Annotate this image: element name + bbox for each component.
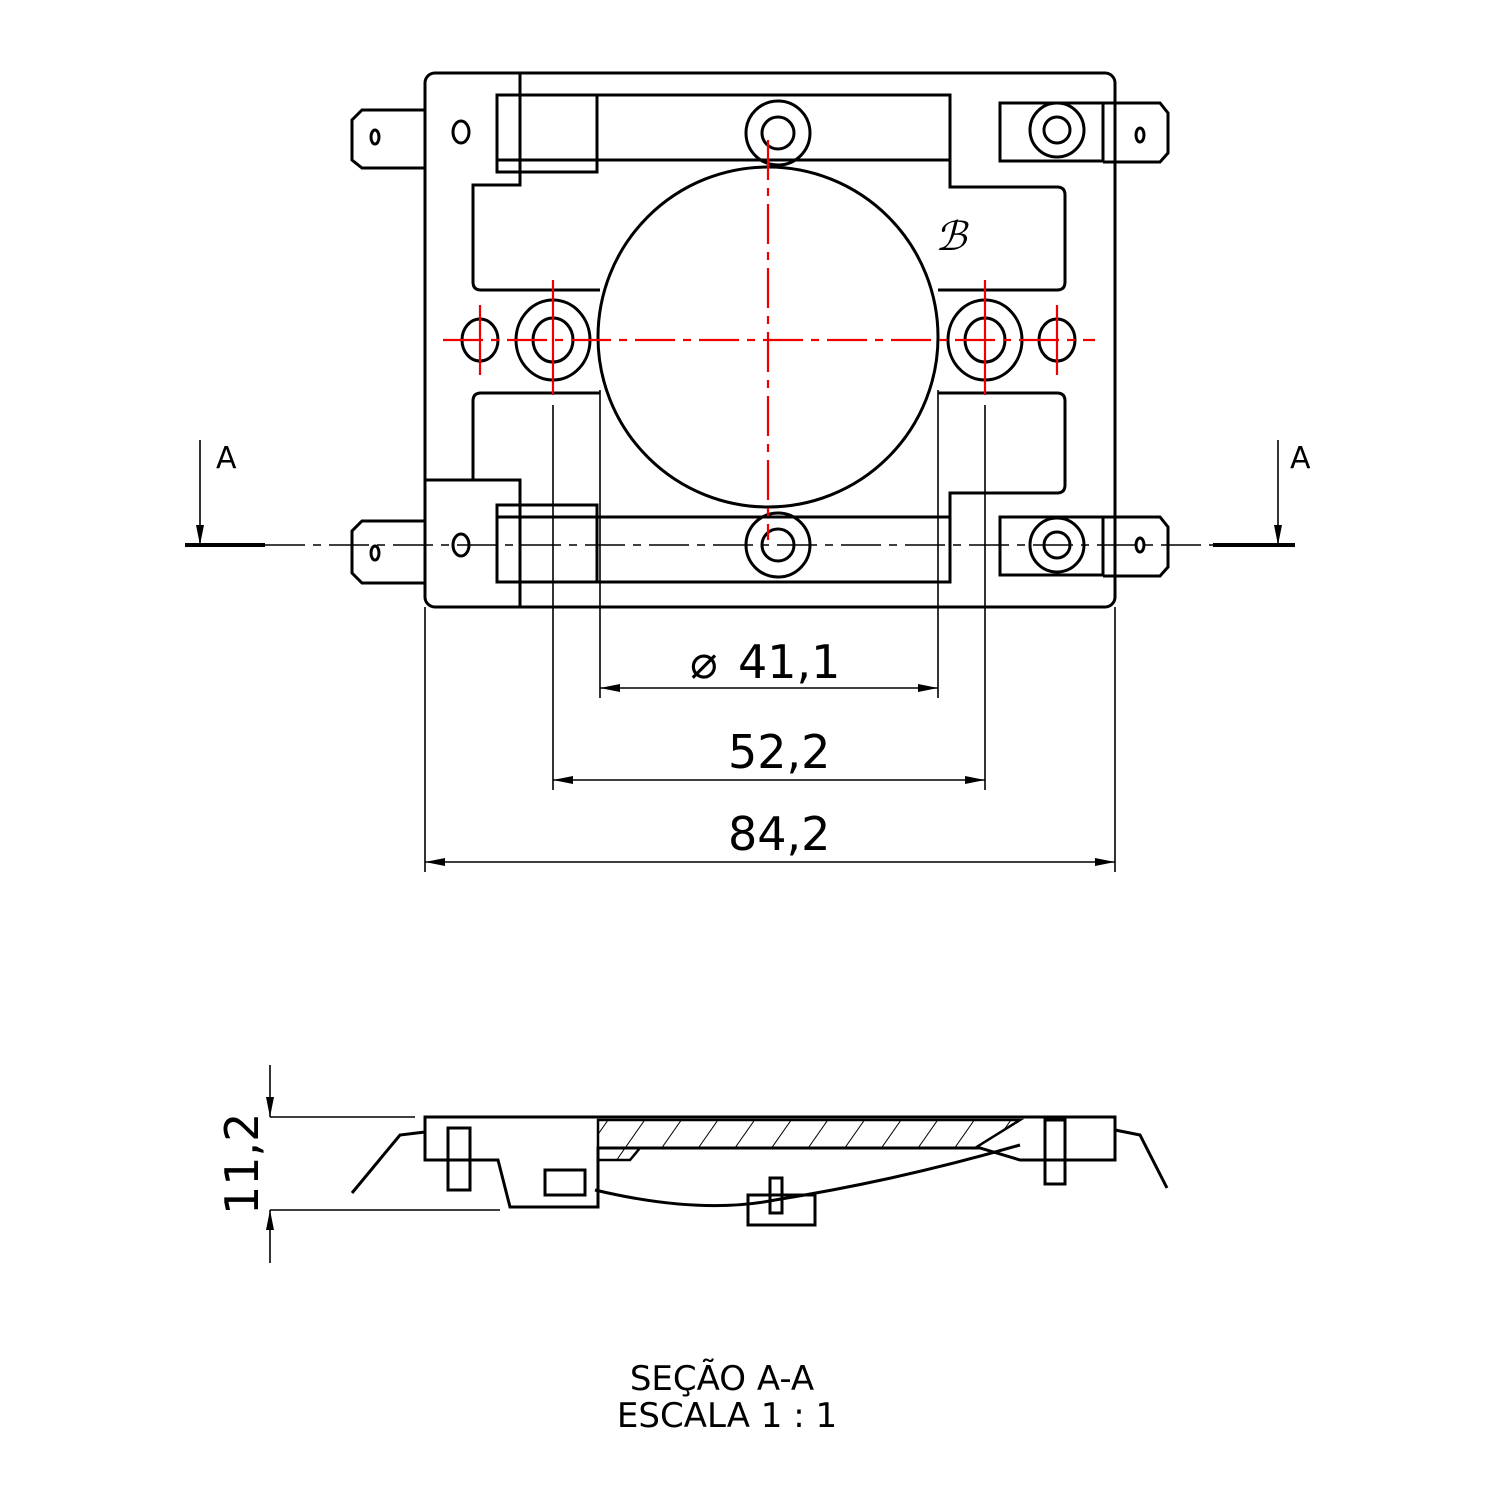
hole-spacing-dimension: 52,2 bbox=[728, 725, 830, 779]
bottom-rail bbox=[495, 515, 952, 584]
ring-top-right bbox=[1028, 101, 1086, 159]
top-rail-block bbox=[998, 101, 1105, 163]
diameter-symbol: ⌀ bbox=[690, 635, 718, 689]
terminal-tab-top-left bbox=[350, 108, 425, 170]
tab-hole bbox=[1134, 536, 1146, 554]
section-marker-right: A bbox=[1290, 441, 1311, 476]
connector bbox=[543, 1168, 587, 1197]
tab-hole bbox=[369, 128, 381, 146]
height-dimension: 11,2 bbox=[215, 1113, 269, 1215]
terminal-tab-top-right bbox=[1103, 101, 1170, 164]
section-caption: SEÇÃO A-A bbox=[630, 1359, 814, 1399]
rivet-hole bbox=[451, 119, 471, 145]
scale-caption: ESCALA 1 : 1 bbox=[617, 1396, 837, 1436]
top-view: ℬ ⌀ 41,1 52,2 84,2 A A bbox=[185, 71, 1311, 872]
section-view: 11,2 SEÇÃO A-A ESCALA 1 : 1 bbox=[215, 1065, 1169, 1436]
overall-width-dimension: 84,2 bbox=[728, 807, 830, 861]
base-plate bbox=[423, 71, 1117, 609]
terminal-tab-bottom-left bbox=[350, 519, 425, 585]
tab-hole bbox=[1134, 126, 1146, 144]
rivet-right bbox=[1043, 1118, 1067, 1186]
ring-top bbox=[744, 99, 812, 167]
rivet-left bbox=[446, 1126, 472, 1192]
top-rail-clip bbox=[495, 93, 599, 174]
upper-slot bbox=[471, 73, 1067, 292]
lead-wire bbox=[594, 1143, 1021, 1208]
diameter-dimension: 41,1 bbox=[738, 635, 840, 689]
lower-slot bbox=[425, 391, 1067, 607]
logo-mark: ℬ bbox=[935, 214, 969, 260]
hatched-plate bbox=[596, 1118, 1025, 1162]
bottom-rail-block bbox=[998, 515, 1105, 577]
bottom-rail-clip bbox=[495, 503, 599, 584]
terminal-tab-bottom-right bbox=[1103, 515, 1170, 578]
top-rail bbox=[495, 93, 952, 162]
section-marker-left: A bbox=[216, 441, 237, 476]
tab-hole bbox=[369, 544, 381, 562]
